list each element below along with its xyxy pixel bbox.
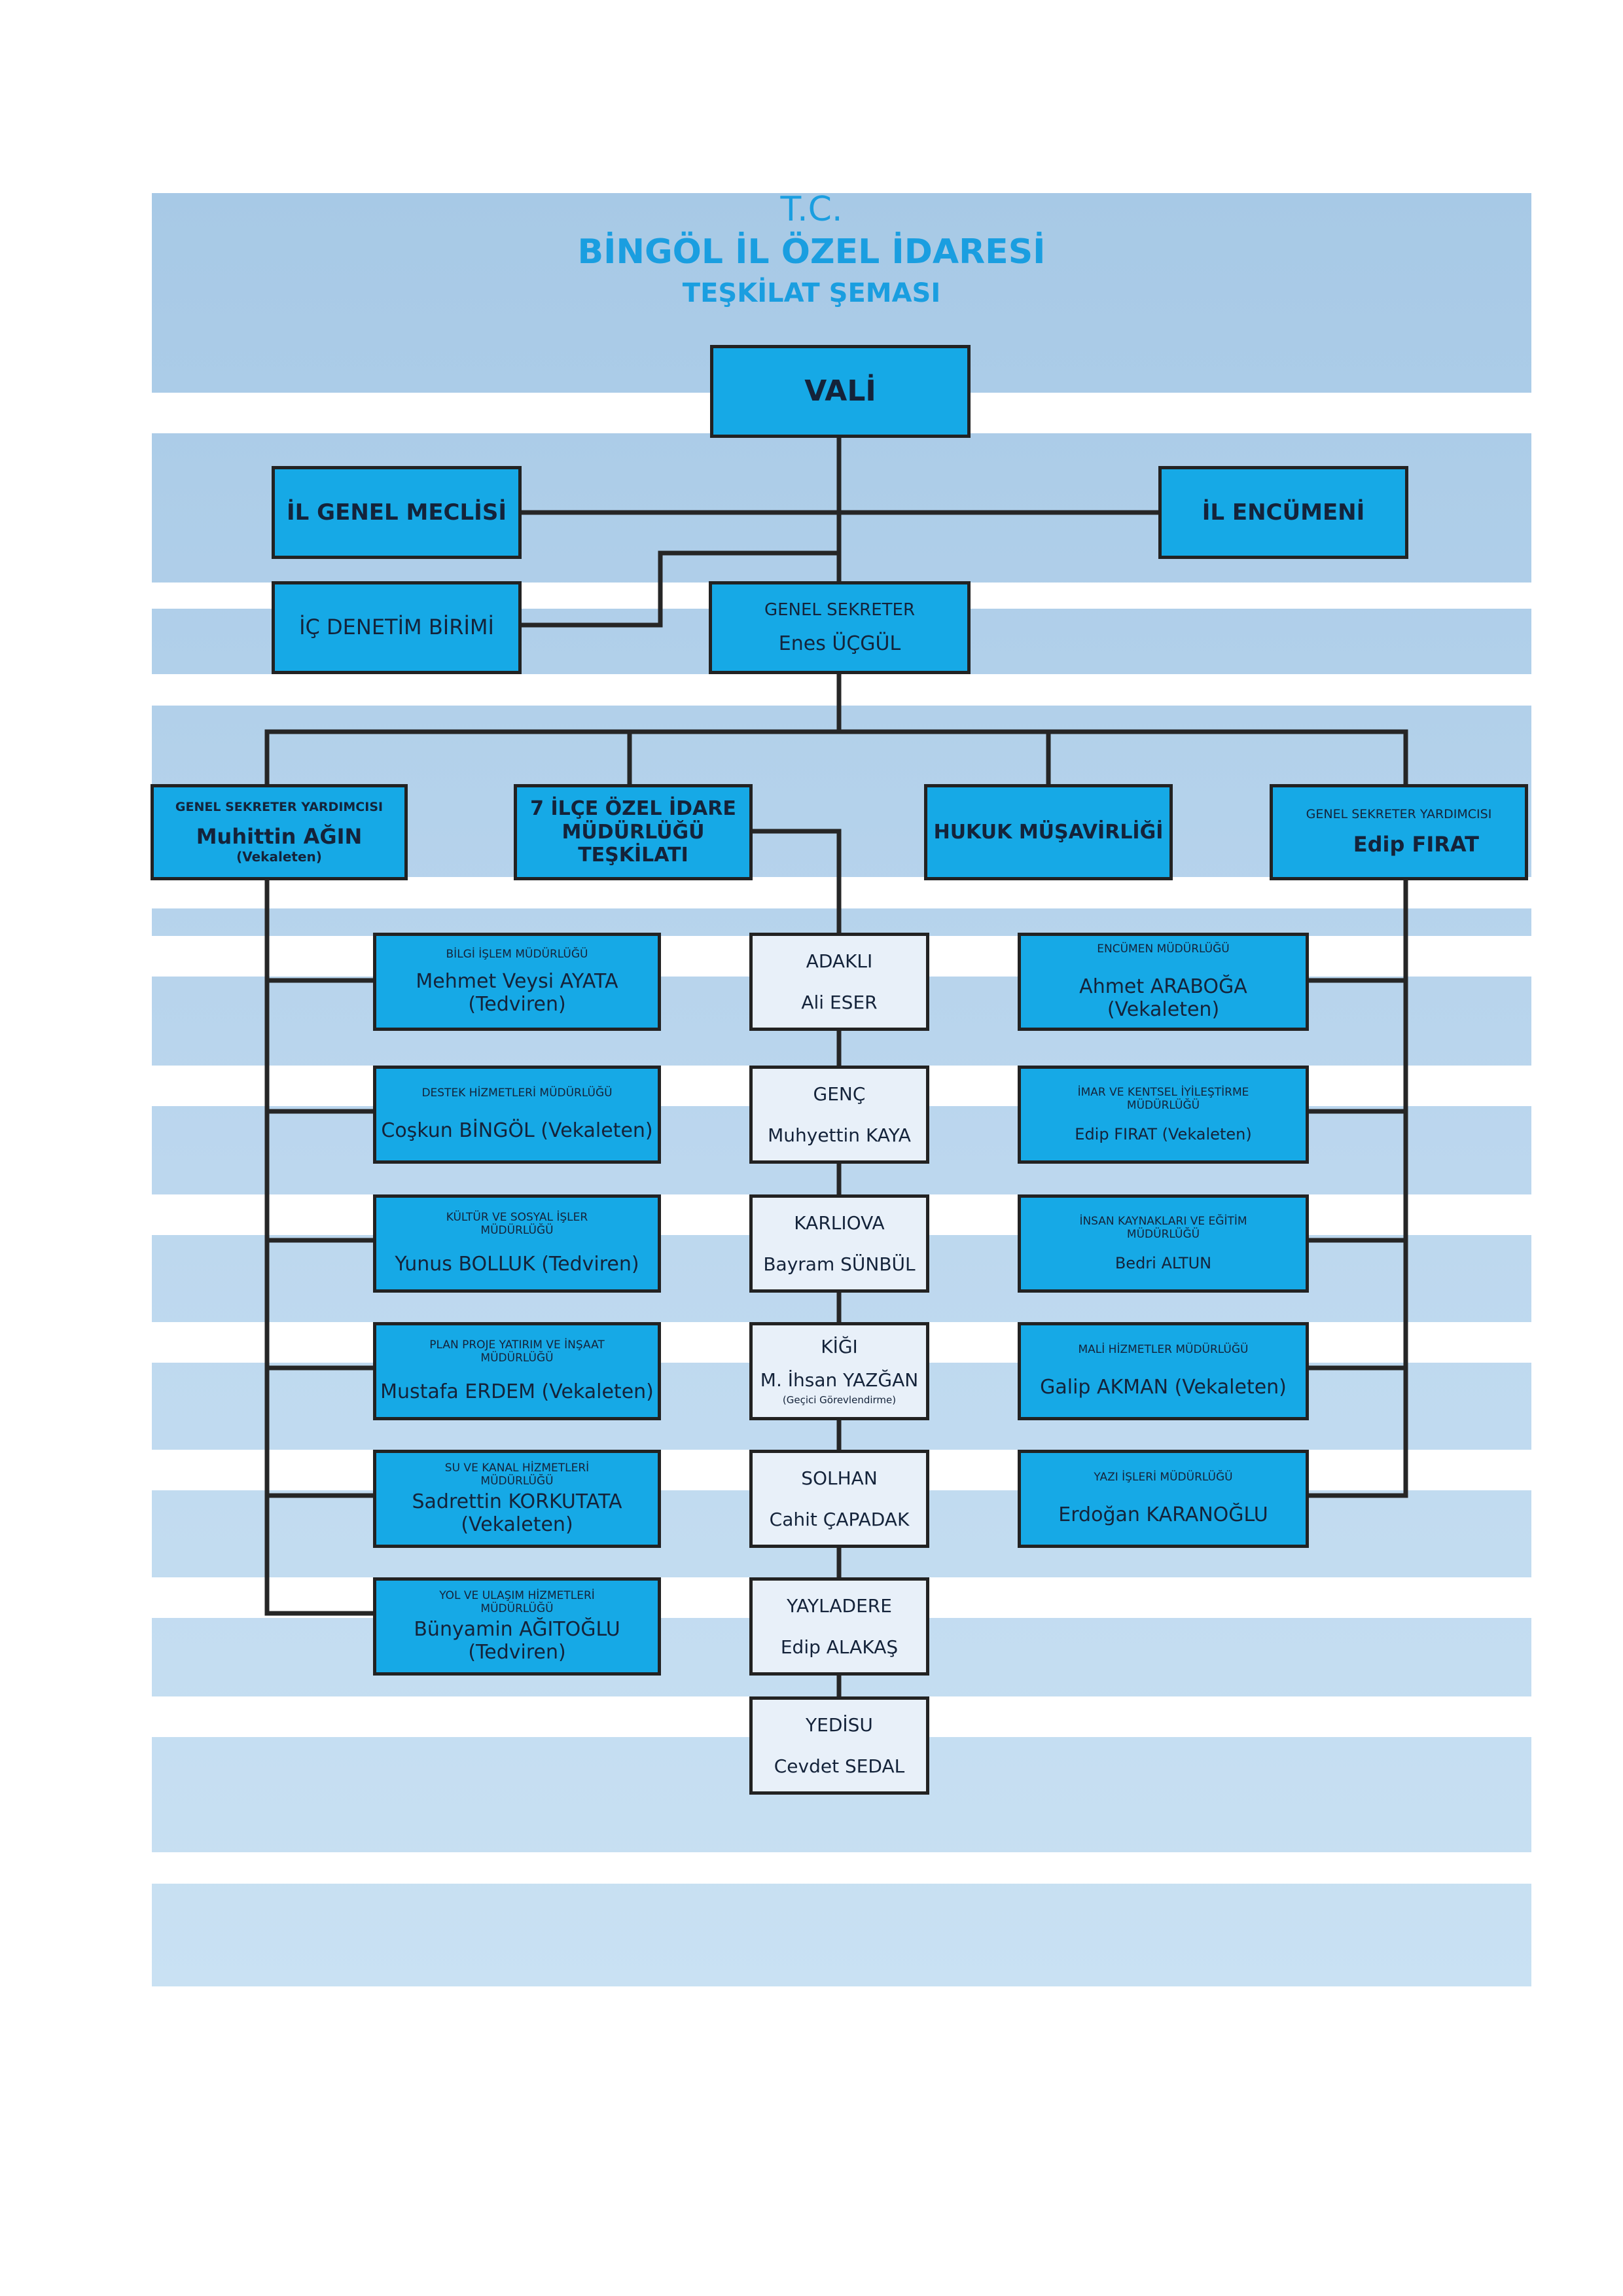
unit-person: Mehmet Veysi AYATA — [416, 969, 618, 993]
ilce-kigi: KİĞI M. İhsan YAZĞAN (Geçici Görevlendir… — [749, 1322, 929, 1420]
unit-yol-ulasim: YOL VE ULAŞIM HİZMETLERİ MÜDÜRLÜĞÜ Bünya… — [373, 1577, 661, 1676]
unit-kultur-sosyal: KÜLTÜR VE SOSYAL İŞLER MÜDÜRLÜĞÜ Yunus B… — [373, 1194, 661, 1293]
ilce-yedisu: YEDİSU Cevdet SEDAL — [749, 1696, 929, 1795]
gsy-right-name: Edip FIRAT — [1353, 831, 1479, 857]
genel-sekreter-name: Enes ÜÇGÜL — [778, 632, 901, 655]
unit-person: Sadrettin KORKUTATA — [412, 1490, 622, 1513]
ilce-district: SOLHAN — [801, 1467, 878, 1489]
stripe — [152, 674, 1531, 706]
unit-title: MALİ HİZMETLER MÜDÜRLÜĞÜ — [1078, 1343, 1249, 1357]
ilce-adakli: ADAKLI Ali ESER — [749, 933, 929, 1031]
vali-box: VALİ — [710, 345, 971, 438]
unit-person: Edip FIRAT (Vekaleten) — [1075, 1124, 1252, 1143]
ilce-person: Cahit ÇAPADAK — [769, 1509, 910, 1530]
unit-person: Erdoğan KARANOĞLU — [1058, 1503, 1268, 1527]
ilce-person: Muhyettin KAYA — [768, 1124, 911, 1146]
unit-title-2: MÜDÜRLÜĞÜ — [480, 1602, 554, 1615]
unit-plan-proje: PLAN PROJE YATIRIM VE İNŞAAT MÜDÜRLÜĞÜ M… — [373, 1322, 661, 1420]
gsy-left-note: (Vekaleten) — [236, 848, 322, 865]
unit-title-2: MÜDÜRLÜĞÜ — [480, 1474, 554, 1488]
unit-yazi-isleri: YAZI İŞLERİ MÜDÜRLÜĞÜ Erdoğan KARANOĞLU — [1018, 1450, 1309, 1548]
unit-person: Mustafa ERDEM (Vekaleten) — [380, 1380, 654, 1404]
unit-title: BİLGİ İŞLEM MÜDÜRLÜĞÜ — [446, 947, 588, 961]
ilce-district: ADAKLI — [806, 950, 873, 972]
unit-su-kanal: SU VE KANAL HİZMETLERİ MÜDÜRLÜĞÜ Sadrett… — [373, 1450, 661, 1548]
unit-title: SU VE KANAL HİZMETLERİ — [444, 1461, 590, 1475]
vali-label: VALİ — [804, 374, 876, 408]
unit-person-note: (Tedviren) — [468, 993, 566, 1016]
il-encumeni-label: İL ENCÜMENİ — [1202, 499, 1365, 526]
ilce-person-note: (Geçici Görevlendirme) — [782, 1394, 897, 1407]
unit-title-2: MÜDÜRLÜĞÜ — [480, 1352, 554, 1365]
unit-title: YOL VE ULAŞIM HİZMETLERİ — [439, 1588, 595, 1602]
unit-title: İMAR VE KENTSEL İYİLEŞTİRME — [1077, 1085, 1249, 1099]
ilce-district: GENÇ — [813, 1083, 866, 1105]
ilce-line1: 7 İLÇE ÖZEL İDARE — [530, 797, 736, 821]
unit-person-note: (Tedviren) — [468, 1641, 566, 1664]
unit-person: Ahmet ARABOĞA (Vekaleten) — [1079, 975, 1247, 1022]
ilce-ozel-idare-box: 7 İLÇE ÖZEL İDARE MÜDÜRLÜĞÜ TEŞKİLATI — [514, 784, 753, 880]
unit-title: ENCÜMEN MÜDÜRLÜĞÜ — [1097, 942, 1230, 956]
unit-person: Bedri ALTUN — [1115, 1253, 1212, 1272]
unit-person: Coşkun BİNGÖL (Vekaleten) — [381, 1119, 653, 1143]
il-genel-meclisi-box: İL GENEL MECLİSİ — [272, 466, 522, 559]
gsy-left-name: Muhittin AĞIN — [196, 824, 363, 850]
unit-bilgi-islem: BİLGİ İŞLEM MÜDÜRLÜĞÜ Mehmet Veysi AYATA… — [373, 933, 661, 1031]
genel-sekreter-title: GENEL SEKRETER — [764, 600, 916, 620]
unit-person: Galip AKMAN (Vekaleten) — [1040, 1376, 1287, 1399]
unit-person: Bünyamin AĞITOĞLU — [414, 1617, 620, 1641]
ilce-line3: TEŞKİLATI — [578, 844, 688, 867]
title-tc: T.C. — [780, 190, 843, 229]
unit-title-2: MÜDÜRLÜĞÜ — [1126, 1227, 1200, 1241]
ic-denetim-birimi-label: İÇ DENETİM BİRİMİ — [299, 615, 494, 640]
ilce-district: YEDİSU — [806, 1713, 873, 1736]
unit-destek-hizmetleri: DESTEK HİZMETLERİ MÜDÜRLÜĞÜ Coşkun BİNGÖ… — [373, 1066, 661, 1164]
il-encumeni-box: İL ENCÜMENİ — [1158, 466, 1408, 559]
ic-denetim-birimi-box: İÇ DENETİM BİRİMİ — [272, 581, 522, 674]
unit-title-2: MÜDÜRLÜĞÜ — [1126, 1098, 1200, 1112]
ilce-genc: GENÇ Muhyettin KAYA — [749, 1066, 929, 1164]
ilce-karliova: KARLIOVA Bayram SÜNBÜL — [749, 1194, 929, 1293]
ilce-person: Ali ESER — [801, 992, 878, 1013]
hukuk-musavirligi-label: HUKUK MÜŞAVİRLİĞİ — [933, 820, 1164, 844]
ilce-person: Cevdet SEDAL — [774, 1755, 905, 1777]
unit-encumen: ENCÜMEN MÜDÜRLÜĞÜ Ahmet ARABOĞA (Vekalet… — [1018, 933, 1309, 1031]
ilce-solhan: SOLHAN Cahit ÇAPADAK — [749, 1450, 929, 1548]
ilce-district: KARLIOVA — [794, 1211, 885, 1234]
unit-mali-hizmetler: MALİ HİZMETLER MÜDÜRLÜĞÜ Galip AKMAN (Ve… — [1018, 1322, 1309, 1420]
gsy-right-title: GENEL SEKRETER YARDIMCISI — [1306, 807, 1492, 822]
unit-title-2: MÜDÜRLÜĞÜ — [480, 1224, 554, 1238]
gsy-right-box: GENEL SEKRETER YARDIMCISI Edip FIRAT — [1270, 784, 1528, 880]
unit-person-note: (Vekaleten) — [461, 1513, 573, 1537]
ilce-district: YAYLADERE — [787, 1594, 892, 1617]
ilce-person: Bayram SÜNBÜL — [763, 1253, 916, 1275]
stripe — [152, 877, 1531, 908]
gsy-left-box: GENEL SEKRETER YARDIMCISI Muhittin AĞIN … — [151, 784, 408, 880]
ilce-yayladere: YAYLADERE Edip ALAKAŞ — [749, 1577, 929, 1676]
unit-title: DESTEK HİZMETLERİ MÜDÜRLÜĞÜ — [421, 1086, 613, 1100]
unit-title: YAZI İŞLERİ MÜDÜRLÜĞÜ — [1094, 1471, 1233, 1484]
unit-title: PLAN PROJE YATIRIM VE İNŞAAT — [429, 1338, 605, 1352]
ilce-person: Edip ALAKAŞ — [780, 1636, 899, 1658]
gsy-left-title: GENEL SEKRETER YARDIMCISI — [175, 799, 383, 814]
ilce-district: KİĞI — [821, 1336, 858, 1358]
unit-imar-kentsel: İMAR VE KENTSEL İYİLEŞTİRME MÜDÜRLÜĞÜ Ed… — [1018, 1066, 1309, 1164]
unit-title: İNSAN KAYNAKLARI VE EĞİTİM — [1079, 1214, 1247, 1228]
hukuk-musavirligi-box: HUKUK MÜŞAVİRLİĞİ — [924, 784, 1173, 880]
unit-title: KÜLTÜR VE SOSYAL İŞLER — [446, 1211, 588, 1225]
stripe — [152, 1852, 1531, 1884]
unit-insan-kaynaklari: İNSAN KAYNAKLARI VE EĞİTİM MÜDÜRLÜĞÜ Bed… — [1018, 1194, 1309, 1293]
ilce-line2: MÜDÜRLÜĞÜ — [562, 820, 705, 844]
genel-sekreter-box: GENEL SEKRETER Enes ÜÇGÜL — [709, 581, 971, 674]
ilce-person: M. İhsan YAZĞAN — [760, 1369, 919, 1391]
il-genel-meclisi-label: İL GENEL MECLİSİ — [287, 499, 507, 526]
title-schema: TEŞKİLAT ŞEMASI — [682, 278, 941, 308]
title-institution: BİNGÖL İL ÖZEL İDARESİ — [577, 232, 1046, 272]
unit-person: Yunus BOLLUK (Tedviren) — [395, 1253, 639, 1276]
